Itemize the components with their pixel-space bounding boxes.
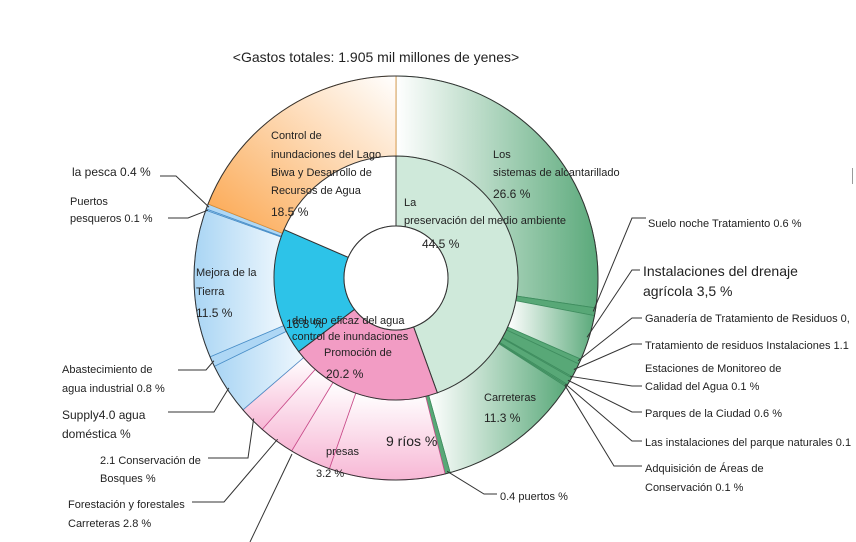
inner-ring bbox=[273, 155, 519, 401]
outer-ring bbox=[193, 75, 599, 481]
scrollbar-tick bbox=[852, 168, 856, 184]
label-domestic-water: Supply4.0 agua doméstica % bbox=[62, 408, 149, 441]
outside-labels-right: Suelo noche Tratamiento 0.6 % Instalacio… bbox=[500, 218, 851, 503]
leader-line bbox=[564, 384, 642, 467]
chart-title: <Gastos totales: 1.905 mil millones de y… bbox=[233, 49, 519, 65]
value-roads: 11.3 % bbox=[484, 411, 521, 425]
label-dams: presas bbox=[326, 446, 360, 458]
label-waste: Tratamiento de residuos Instalaciones 1.… bbox=[645, 340, 849, 352]
leader-line bbox=[570, 375, 642, 387]
label-biwa: Control de inundaciones del Lago Biwa y … bbox=[271, 130, 384, 197]
leader-line bbox=[573, 343, 642, 370]
label-fishing: la pesca 0.4 % bbox=[72, 165, 151, 179]
label-roads: Carreteras bbox=[484, 392, 536, 404]
label-promotion: Promoción de bbox=[324, 347, 392, 359]
leader-line bbox=[168, 209, 209, 219]
leader-line bbox=[586, 269, 640, 338]
label-rivers: 9 ríos % bbox=[386, 433, 437, 449]
leader-line bbox=[446, 470, 497, 495]
label-env: La preservación del medio ambiente bbox=[404, 197, 566, 227]
label-forest-conservation: 2.1 Conservación de Bosques % bbox=[100, 455, 204, 485]
leader-line bbox=[577, 317, 642, 362]
label-sewer: Los sistemas de alcantarillado bbox=[493, 149, 620, 179]
leader-line bbox=[249, 453, 293, 542]
leader-line bbox=[192, 438, 278, 503]
inside-labels: Control de inundaciones del Lago Biwa y … bbox=[196, 130, 620, 480]
value-sewer: 26.6 % bbox=[493, 187, 531, 201]
value-promotion: 20.2 % bbox=[326, 367, 364, 381]
label-land: Mejora de la Tierra bbox=[196, 267, 260, 298]
label-monitoring: Estaciones de Monitoreo de Calidad del A… bbox=[645, 363, 784, 393]
value-env: 44.5 % bbox=[422, 237, 460, 251]
leader-line bbox=[592, 217, 646, 312]
value-land: 11.5 % bbox=[196, 306, 233, 320]
leader-line bbox=[168, 387, 230, 413]
leader-lines bbox=[160, 175, 646, 542]
donut-hole bbox=[343, 225, 449, 331]
label-nature-parks: Las instalaciones del parque naturales 0… bbox=[645, 437, 851, 449]
label-livestock: Ganadería de Tratamiento de Residuos 0, bbox=[645, 313, 850, 325]
leader-line bbox=[160, 175, 210, 208]
label-conservation-areas: Adquisición de Áreas de Conservación 0.1… bbox=[645, 462, 767, 494]
leader-line bbox=[178, 360, 215, 371]
value-flood: 16.8 % bbox=[286, 317, 324, 331]
label-flood: del uso eficaz del agua control de inund… bbox=[292, 315, 409, 343]
leader-line bbox=[567, 379, 642, 413]
label-agri-drainage: Instalaciones del drenaje agrícola 3,5 % bbox=[643, 263, 802, 299]
label-night-soil: Suelo noche Tratamiento 0.6 % bbox=[648, 218, 802, 230]
value-biwa: 18.5 % bbox=[271, 205, 309, 219]
label-forest-roads: Forestación y forestales Carreteras 2.8 … bbox=[68, 499, 188, 530]
label-ports: 0.4 puertos % bbox=[500, 491, 568, 503]
label-fishing-ports: Puertos pesqueros 0.1 % bbox=[70, 196, 153, 225]
label-city-parks: Parques de la Ciudad 0.6 % bbox=[645, 408, 782, 420]
value-dams: 3.2 % bbox=[316, 468, 344, 480]
label-industrial-water: Abastecimiento de agua industrial 0.8 % bbox=[62, 364, 165, 395]
outer-border bbox=[193, 75, 599, 481]
leader-line bbox=[208, 418, 255, 459]
outside-labels-left: la pesca 0.4 % Puertos pesqueros 0.1 % A… bbox=[62, 165, 204, 530]
leader-line bbox=[565, 383, 642, 442]
